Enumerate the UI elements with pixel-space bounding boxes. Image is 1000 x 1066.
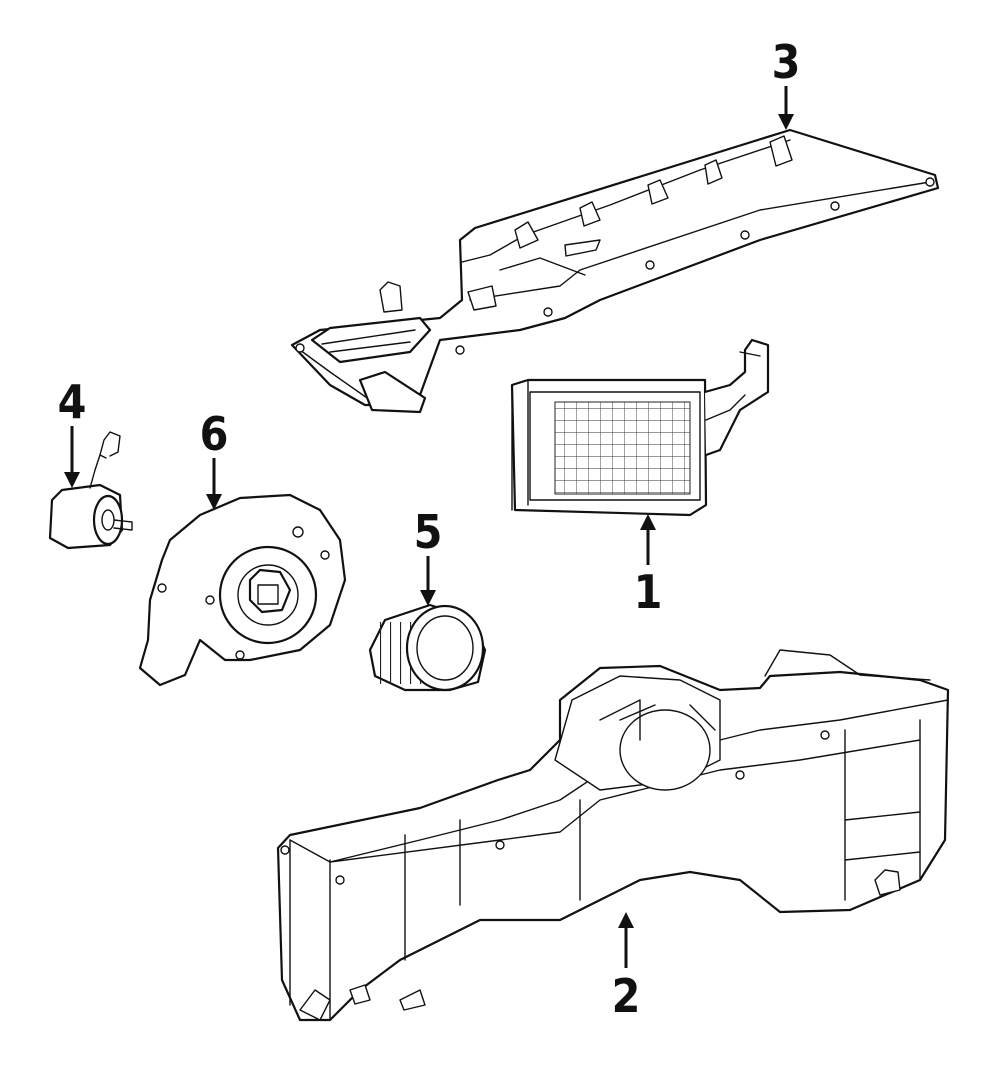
- callout-1-number: 1: [634, 565, 663, 619]
- callout-1-arrowhead: [640, 514, 656, 530]
- callout-2: 2: [612, 912, 641, 1023]
- callout-5-number: 5: [414, 505, 443, 559]
- callout-3-arrowhead: [778, 114, 794, 130]
- callout-5: 5: [414, 505, 443, 606]
- heater-core: [510, 338, 770, 517]
- callout-3-number: 3: [772, 35, 801, 89]
- callout-6-arrowhead: [206, 494, 222, 510]
- callout-6-number: 6: [200, 407, 229, 461]
- callout-4-arrowhead: [64, 472, 80, 488]
- lower-housing: [276, 649, 950, 1022]
- callout-6: 6: [200, 407, 229, 510]
- upper-housing-cover: [290, 128, 940, 414]
- callout-2-arrowhead: [618, 912, 634, 928]
- callout-1: 1: [634, 514, 663, 619]
- blower-wheel: [368, 603, 487, 692]
- blower-motor: [48, 431, 133, 550]
- callout-2-number: 2: [612, 969, 641, 1023]
- callout-4: 4: [58, 375, 87, 488]
- callout-4-number: 4: [58, 375, 87, 429]
- blower-housing-plate: [138, 493, 347, 687]
- callout-5-arrowhead: [420, 590, 436, 606]
- callout-3: 3: [772, 35, 801, 130]
